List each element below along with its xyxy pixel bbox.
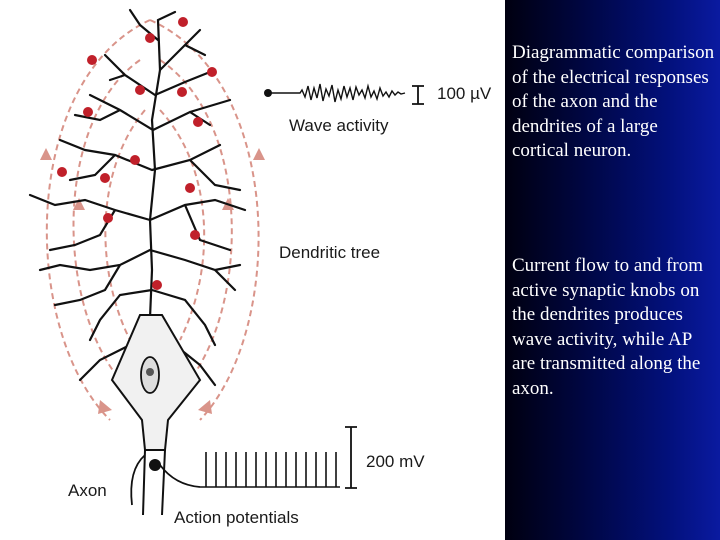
current-loop-middle-left — [72, 59, 141, 381]
wave-scale-label: 100 µV — [437, 84, 492, 103]
ap-scale-bar — [345, 426, 357, 489]
axon-collateral — [130, 454, 146, 506]
axon-electrode-icon — [149, 459, 161, 471]
synaptic-knob-icon — [135, 85, 145, 95]
synaptic-knob-icon — [207, 67, 217, 77]
synaptic-knob-icon — [193, 117, 203, 127]
neuron-illustration — [28, 8, 424, 516]
dendritic-tree-label: Dendritic tree — [279, 243, 381, 262]
current-loop-middle-right — [159, 59, 233, 381]
synaptic-knob-icon — [178, 17, 188, 27]
synaptic-knob-icon — [190, 230, 200, 240]
synaptic-knob-icon — [83, 107, 93, 117]
synaptic-knob-icon — [185, 183, 195, 193]
text-panel: Diagrammatic comparison of the electrica… — [505, 0, 720, 540]
synaptic-knob-icon — [152, 280, 162, 290]
synaptic-knob-icon — [130, 155, 140, 165]
explanation-paragraph: Current flow to and from active synaptic… — [512, 255, 704, 399]
apical-dendrite — [148, 10, 177, 320]
synaptic-knob-icon — [87, 55, 97, 65]
wave-activity-label: Wave activity — [289, 116, 389, 135]
neuron-diagram: 100 µV Wave activity Dendritic tree 200 … — [28, 8, 492, 527]
description-paragraph: Diagrammatic comparison of the electrica… — [512, 42, 715, 161]
current-loop-inner-right — [159, 109, 206, 341]
electrode-lead — [159, 464, 201, 488]
synaptic-knob-icon — [145, 33, 155, 43]
dendritic-branches — [28, 8, 247, 387]
arrow-icon — [198, 400, 212, 414]
axon-label: Axon — [68, 481, 107, 500]
arrow-icon — [40, 148, 52, 160]
arrow-icon — [73, 198, 85, 210]
synaptic-knob-icon — [100, 173, 110, 183]
arrow-icon — [253, 148, 265, 160]
current-loop-outer-left — [45, 19, 151, 421]
wave-trace — [268, 83, 406, 103]
wave-scale-bar — [412, 85, 424, 105]
action-potentials-label: Action potentials — [174, 508, 299, 527]
action-potential-trace — [200, 452, 340, 488]
ap-scale-label: 200 mV — [366, 452, 425, 471]
arrow-icon — [98, 400, 112, 414]
axon-trunk — [142, 449, 166, 516]
synaptic-knobs — [57, 17, 217, 290]
nucleolus — [146, 368, 154, 376]
synaptic-knob-icon — [103, 213, 113, 223]
synaptic-knob-icon — [57, 167, 67, 177]
synaptic-knob-icon — [177, 87, 187, 97]
